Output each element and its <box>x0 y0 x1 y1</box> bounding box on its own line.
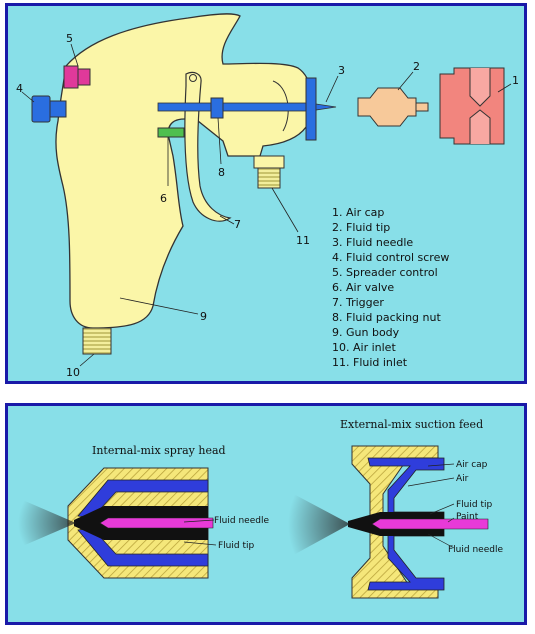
spray-heads-panel: Internal-mix spray head Fluid needle Flu… <box>5 403 527 625</box>
body-contour <box>272 80 289 132</box>
legend-item: 9. Gun body <box>332 326 400 339</box>
external-spray-cone <box>288 491 350 558</box>
callout-4: 4 <box>16 82 23 95</box>
spray-heads-diagram: Internal-mix spray head Fluid needle Flu… <box>18 418 503 599</box>
leader-lines <box>21 43 512 367</box>
air-inlet-thread <box>82 327 112 355</box>
internal-spray-cone <box>18 498 76 548</box>
fluid-inlet-thread <box>257 167 281 189</box>
parts-legend: 1. Air cap 2. Fluid tip 3. Fluid needle … <box>332 206 449 369</box>
air-cap-horn-bottom <box>469 109 491 144</box>
fluid-packing-nut <box>210 97 224 119</box>
spreader-control-knob <box>63 65 79 89</box>
fluid-tip-nozzle <box>415 102 429 112</box>
callout-7: 7 <box>234 218 241 231</box>
callout-9: 9 <box>200 310 207 323</box>
external-mix-title: External-mix suction feed <box>340 418 483 431</box>
internal-leaders <box>183 519 217 546</box>
needle-flange <box>305 77 317 141</box>
legend-item: 3. Fluid needle <box>332 236 413 249</box>
legend-item: 10. Air inlet <box>332 341 396 354</box>
fluid-tip <box>357 87 417 127</box>
callout-1: 1 <box>512 74 519 87</box>
legend-item: 4. Fluid control screw <box>332 251 449 264</box>
internal-label-needle: Fluid needle <box>214 516 269 526</box>
fluid-needle-tip <box>315 103 337 111</box>
fluid-needle-rod <box>157 102 309 112</box>
fluid-inlet-nut <box>253 155 285 169</box>
callout-10: 10 <box>66 366 80 379</box>
callout-3: 3 <box>338 64 345 77</box>
external-fluid-needle <box>371 518 489 530</box>
spreader-control-stem <box>77 68 91 86</box>
callout-6: 6 <box>160 192 167 205</box>
legend-item: 6. Air valve <box>332 281 394 294</box>
fluid-control-screw-stem <box>49 100 67 118</box>
callout-11: 11 <box>296 234 310 247</box>
legend-item: 2. Fluid tip <box>332 221 390 234</box>
legend-item: 11. Fluid inlet <box>332 356 408 369</box>
trigger-pivot <box>189 74 197 82</box>
legend-item: 1. Air cap <box>332 206 384 219</box>
internal-fluid-needle <box>99 517 214 529</box>
callout-5: 5 <box>66 32 73 45</box>
legend-item: 7. Trigger <box>332 296 384 309</box>
internal-mix-title: Internal-mix spray head <box>92 444 226 457</box>
external-label-aircap: Air cap <box>456 460 488 470</box>
spray-gun-diagram: 5 4 3 2 1 6 7 8 9 10 11 1. Air cap 2. Fl… <box>16 13 519 379</box>
callout-2: 2 <box>413 60 420 73</box>
fluid-control-screw-knob <box>31 95 51 123</box>
external-label-air: Air <box>456 474 469 484</box>
external-label-paint: Paint <box>456 512 479 522</box>
external-label-tip: Fluid tip <box>456 500 492 510</box>
callout-8: 8 <box>218 166 225 179</box>
external-label-needle: Fluid needle <box>448 545 503 555</box>
legend-item: 5. Spreader control <box>332 266 438 279</box>
internal-label-tip: Fluid tip <box>218 541 254 551</box>
legend-item: 8. Fluid packing nut <box>332 311 441 324</box>
air-valve <box>157 127 185 138</box>
external-leaders <box>407 463 455 549</box>
spray-gun-panel: 5 4 3 2 1 6 7 8 9 10 11 1. Air cap 2. Fl… <box>5 3 527 384</box>
air-cap-horn-top <box>469 68 491 107</box>
